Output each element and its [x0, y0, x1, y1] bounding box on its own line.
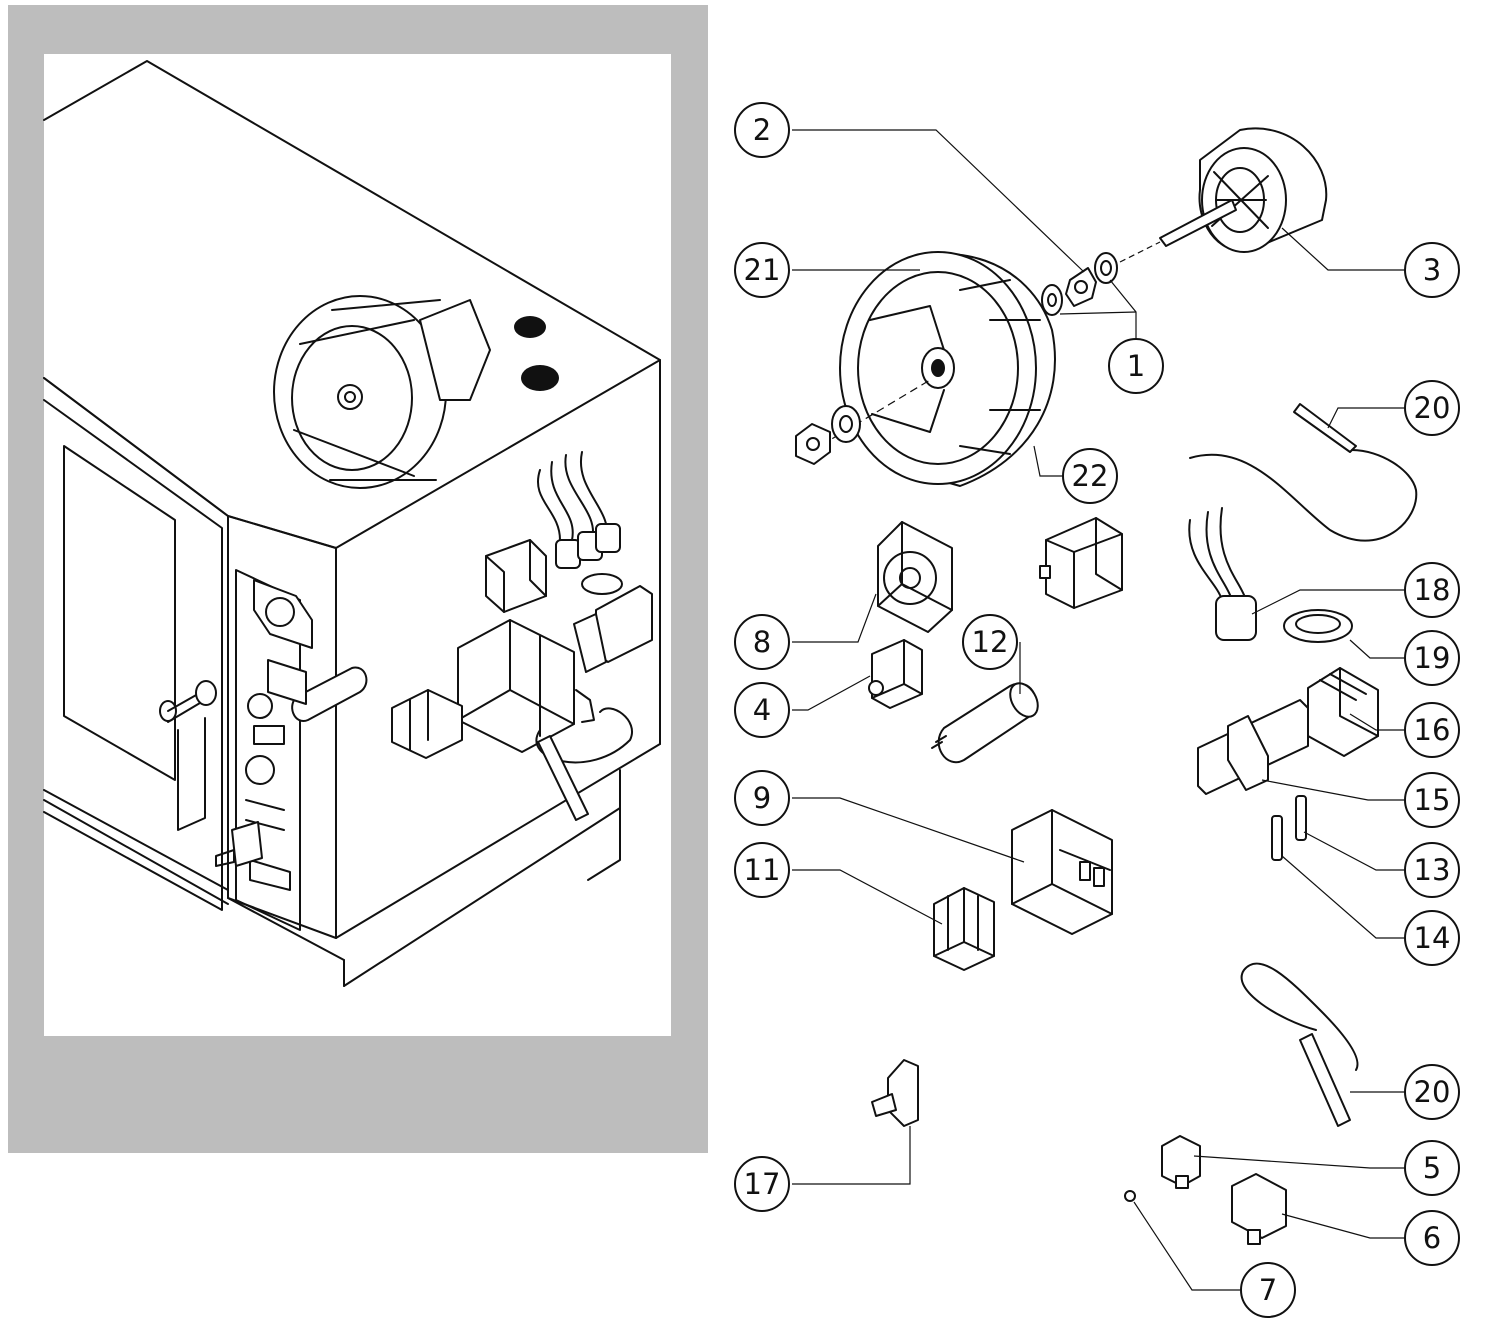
callout-5-label: 5 [1423, 1151, 1441, 1185]
callout-20b: 20 [1404, 1064, 1460, 1120]
callout-2-label: 2 [753, 113, 771, 147]
part-ring [1283, 609, 1353, 643]
callout-15-label: 15 [1414, 783, 1451, 817]
callout-21-label: 21 [744, 253, 781, 287]
callout-6: 6 [1404, 1210, 1460, 1266]
callout-20b-label: 20 [1414, 1075, 1451, 1109]
callout-19-label: 19 [1414, 641, 1451, 675]
top-hole-a [514, 316, 546, 338]
callout-18: 18 [1404, 562, 1460, 618]
part-fan-wheel [795, 251, 1056, 487]
part-probe-lower [1240, 962, 1359, 1127]
callout-17-label: 17 [744, 1167, 781, 1201]
callout-20a-label: 20 [1414, 391, 1451, 425]
exploded-parts [795, 127, 1418, 1245]
callout-7: 7 [1240, 1262, 1296, 1318]
callouts: 2 21 3 1 20 22 18 8 12 19 4 16 9 15 11 1… [734, 102, 1460, 1318]
callout-1: 1 [1108, 338, 1164, 394]
callout-8: 8 [734, 614, 790, 670]
top-hole-b [521, 365, 559, 391]
callout-4: 4 [734, 682, 790, 738]
callout-4-label: 4 [753, 693, 771, 727]
part-pressure-switch [871, 1059, 919, 1127]
part-switch [868, 639, 923, 709]
callout-7-label: 7 [1259, 1273, 1277, 1307]
part-screw [1124, 1190, 1136, 1202]
part-capacitor [931, 682, 1039, 764]
part-probe-upper [1189, 403, 1418, 542]
callout-5: 5 [1404, 1140, 1460, 1196]
callout-2: 2 [734, 102, 790, 158]
overview-panel [8, 5, 708, 1153]
callout-12-label: 12 [972, 625, 1009, 659]
callout-3-label: 3 [1423, 253, 1441, 287]
part-contactor [1011, 809, 1113, 935]
callout-6-label: 6 [1423, 1221, 1441, 1255]
callout-22-label: 22 [1072, 459, 1109, 493]
part-relay [933, 887, 995, 971]
part-washer-set [1041, 252, 1118, 316]
callout-15: 15 [1404, 772, 1460, 828]
callout-3: 3 [1404, 242, 1460, 298]
callout-22: 22 [1062, 448, 1118, 504]
part-valve-b [1231, 1173, 1287, 1245]
callout-20a: 20 [1404, 380, 1460, 436]
part-studs [1271, 795, 1307, 861]
part-rail-fuse [1197, 699, 1309, 795]
callout-13-label: 13 [1414, 853, 1451, 887]
callout-16-label: 16 [1414, 713, 1451, 747]
callout-13: 13 [1404, 842, 1460, 898]
callout-17: 17 [734, 1156, 790, 1212]
part-motor [1119, 127, 1328, 263]
callout-16: 16 [1404, 702, 1460, 758]
callout-14-label: 14 [1414, 921, 1451, 955]
part-transformer [1039, 517, 1123, 609]
callout-19: 19 [1404, 630, 1460, 686]
callout-11-label: 11 [744, 853, 781, 887]
part-valve-a [1161, 1135, 1201, 1189]
part-wire-sleeve [1188, 507, 1257, 641]
callout-14: 14 [1404, 910, 1460, 966]
callout-12: 12 [962, 614, 1018, 670]
part-terminal-block [1307, 667, 1379, 757]
leader-lines [792, 129, 1406, 1291]
callout-18-label: 18 [1414, 573, 1451, 607]
part-cooling-fan [877, 521, 953, 633]
callout-1-label: 1 [1127, 349, 1145, 383]
callout-9: 9 [734, 770, 790, 826]
callout-8-label: 8 [753, 625, 771, 659]
callout-9-label: 9 [753, 781, 771, 815]
callout-21: 21 [734, 242, 790, 298]
callout-11: 11 [734, 842, 790, 898]
oven-illustration [43, 60, 661, 987]
